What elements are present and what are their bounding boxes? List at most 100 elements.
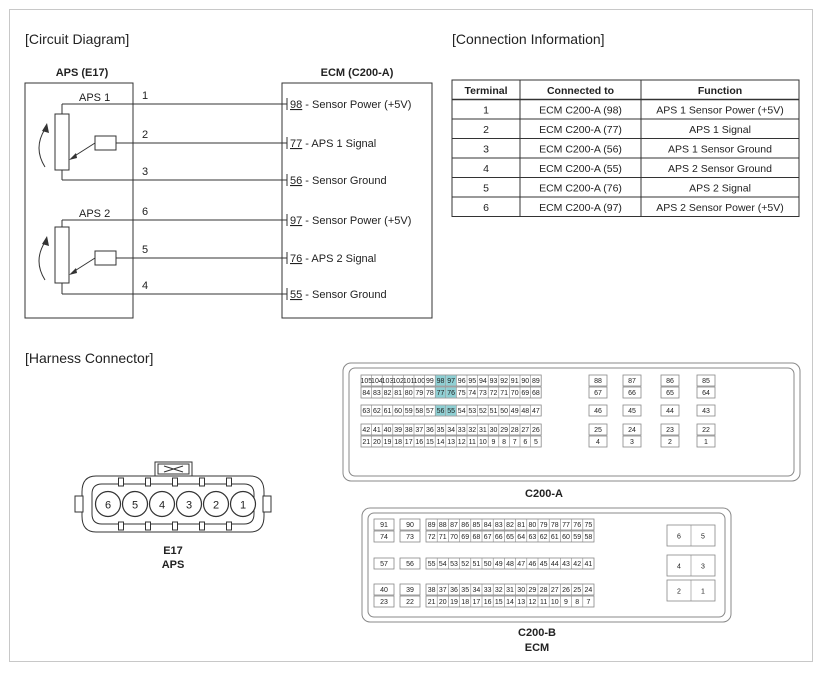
highlighted-pin <box>435 405 446 416</box>
ecm-c200a-label: ECM (C200-A) <box>321 67 394 79</box>
table-cell: APS 1 Sensor Power (+5V) <box>656 104 784 116</box>
connector-pin-number: 23 <box>380 599 388 606</box>
table-cell: ECM C200-A (98) <box>539 104 622 116</box>
connector-pin-number: 38 <box>428 587 436 594</box>
connector-pin-number: 101 <box>403 378 415 385</box>
connector-pin-number: 15 <box>495 599 503 606</box>
e17-pin <box>202 490 230 518</box>
connector-pin-number: 30 <box>490 427 498 434</box>
connector-pin-number: 87 <box>450 522 458 529</box>
connector-pin-number: 61 <box>384 408 392 415</box>
connector-pin-number: 22 <box>702 427 710 434</box>
c200a-label: C200-A <box>525 488 563 500</box>
e17-pin <box>148 490 176 518</box>
table-header: Connected to <box>547 85 614 97</box>
connector-pin-number: 3 <box>630 439 634 446</box>
connector-pin-number: 9 <box>564 599 568 606</box>
connector-pin-number: 6 <box>523 439 527 446</box>
connector-pin-number: 7 <box>586 599 590 606</box>
connector-pin-number: 37 <box>439 587 447 594</box>
circuit-diagram: [Circuit Diagram] APS (E17) ECM (C200-A)… <box>24 31 433 319</box>
connector-pin-number: 51 <box>473 561 481 568</box>
connector-pin-number: 24 <box>628 427 636 434</box>
connector-pin-number: 36 <box>426 427 434 434</box>
table-cell: APS 2 Sensor Power (+5V) <box>656 202 784 214</box>
connector-pin-number: 104 <box>371 378 383 385</box>
connector-pin-number: 28 <box>540 587 548 594</box>
e17-pin-number: 1 <box>240 500 246 512</box>
connector-pin-number: 59 <box>573 534 581 541</box>
table-cell: 6 <box>483 202 489 214</box>
connector-pin-number: 67 <box>484 534 492 541</box>
connector-pin-number: 41 <box>585 561 593 568</box>
aps-pin-5: 5 <box>142 244 148 256</box>
connector-pin-number: 29 <box>529 587 537 594</box>
ecm-pin-label-98: 98 - Sensor Power (+5V) <box>290 99 411 111</box>
connector-pin-number: 13 <box>447 439 455 446</box>
connector-pin-number: 37 <box>415 427 423 434</box>
connector-pin-number: 71 <box>439 534 447 541</box>
highlighted-pin <box>435 387 446 398</box>
table-cell: 4 <box>483 163 489 175</box>
connector-pin-number: 89 <box>532 378 540 385</box>
connector-pin-number: 73 <box>479 390 487 397</box>
connector-pin-number: 35 <box>437 427 445 434</box>
connector-pin-number: 44 <box>666 408 674 415</box>
connector-pin-number: 42 <box>573 561 581 568</box>
connector-pin-number: 83 <box>495 522 503 529</box>
connector-pin-number: 57 <box>380 561 388 568</box>
connector-pin-number: 69 <box>521 390 529 397</box>
connector-pin-number: 60 <box>394 408 402 415</box>
connector-pin-number: 40 <box>380 587 388 594</box>
connector-pin-number: 88 <box>594 378 602 385</box>
connector-pin-number: 16 <box>484 599 492 606</box>
connector-pin-number: 14 <box>506 599 514 606</box>
connector-pin-number: 44 <box>551 561 559 568</box>
table-cell: APS 2 Signal <box>689 182 751 194</box>
connector-pin-number: 82 <box>384 390 392 397</box>
connector-pin-number: 56 <box>406 561 414 568</box>
connector-pin-number: 40 <box>384 427 392 434</box>
e17-pin-number: 4 <box>159 500 165 512</box>
connector-pin-number: 35 <box>461 587 469 594</box>
aps2-label: APS 2 <box>79 208 110 220</box>
connector-pin-number: 60 <box>562 534 570 541</box>
aps1-arrow-icon <box>42 123 49 133</box>
e17-pin-number: 5 <box>132 500 138 512</box>
connector-pin-number: 86 <box>666 378 674 385</box>
table-cell: ECM C200-A (97) <box>539 202 622 214</box>
connector-pin-number: 81 <box>517 522 525 529</box>
connector-pin-number: 84 <box>484 522 492 529</box>
connector-pin-number: 58 <box>415 408 423 415</box>
connector-pin-number: 103 <box>382 378 394 385</box>
connector-pin-number: 93 <box>490 378 498 385</box>
connector-pin-number: 79 <box>415 390 423 397</box>
connector-pin-number: 45 <box>628 408 636 415</box>
connector-pin-number: 91 <box>380 522 388 529</box>
connector-pin-number: 7 <box>513 439 517 446</box>
connector-pin-number: 98 <box>437 378 445 385</box>
connector-pin-number: 43 <box>702 408 710 415</box>
table-cell: APS 1 Signal <box>689 124 751 136</box>
connector-pin-number: 14 <box>437 439 445 446</box>
ecm-box <box>281 82 433 319</box>
connector-pin-number: 34 <box>447 427 455 434</box>
ecm-pin-label-77: 77 - APS 1 Signal <box>290 138 376 150</box>
connector-pin-number: 53 <box>468 408 476 415</box>
connector-pin-number: 50 <box>500 408 508 415</box>
connector-pin-number: 82 <box>506 522 514 529</box>
connector-pin-number: 11 <box>540 599 547 606</box>
connector-pin-number: 79 <box>540 522 548 529</box>
connector-pin-number: 53 <box>450 561 458 568</box>
e17-pin <box>121 490 149 518</box>
table-cell: 5 <box>483 182 489 194</box>
table-cell: 2 <box>483 124 489 136</box>
connector-pin-number: 39 <box>394 427 402 434</box>
aps-pin-3: 3 <box>142 166 148 178</box>
connector-pin-number: 63 <box>362 408 370 415</box>
aps-pin-1: 1 <box>142 90 148 102</box>
